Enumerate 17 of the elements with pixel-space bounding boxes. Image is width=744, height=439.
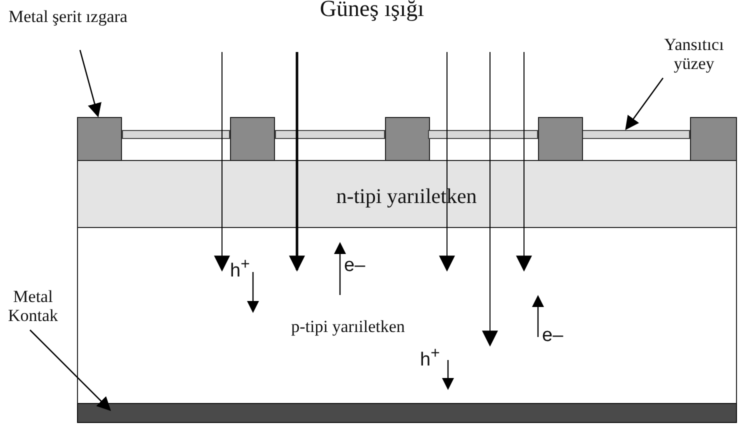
carrier-label: e– [542, 326, 564, 347]
p-type-layer [77, 227, 737, 404]
layer-label: p-tipi yarıiletken [290, 318, 406, 337]
carrier-label: e– [344, 256, 366, 277]
reflective-strip [582, 130, 690, 139]
title: Güneş ışığı [318, 0, 426, 22]
n-type-layer [77, 160, 737, 228]
carrier-label: h$^{+}$ [420, 345, 440, 372]
metal-contact-layer [77, 403, 737, 423]
grid-finger [77, 117, 122, 161]
leader-line [625, 78, 664, 130]
leader-line [30, 330, 111, 411]
callout-label: Yansıtıcı yüzey [645, 36, 743, 74]
callout-label: Metal şerit ızgara [8, 8, 128, 27]
carrier-label: h$^{+}$ [230, 256, 250, 282]
callout-label: Metal Kontak [0, 288, 68, 326]
leader-line [79, 50, 102, 118]
